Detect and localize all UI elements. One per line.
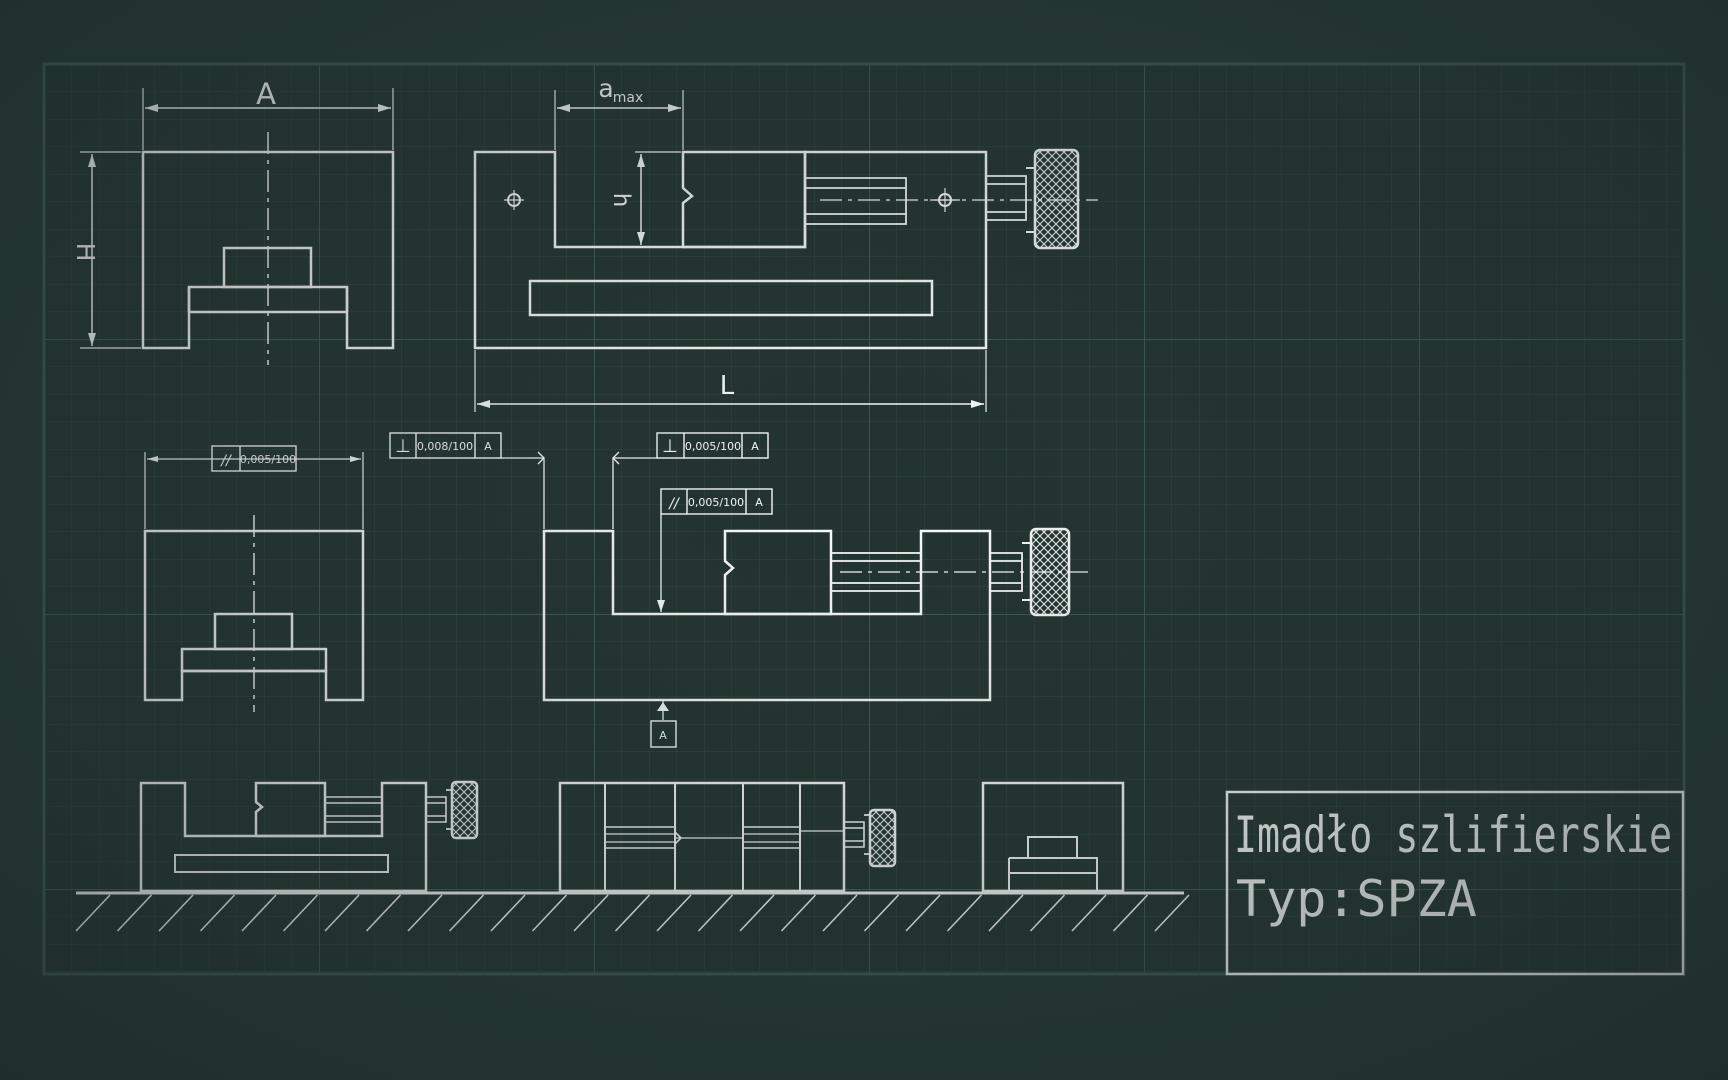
- knurled-knob-icon: [1033, 148, 1080, 250]
- tol-perp2-symbol: ⊥: [662, 436, 678, 457]
- tol-jaw-datum: A: [755, 496, 763, 509]
- dim-label-H: H: [71, 243, 100, 262]
- datum-label: A: [659, 729, 667, 742]
- title-line-1: Imadło szlifierskie: [1234, 806, 1672, 864]
- dim-label-A: A: [256, 77, 276, 111]
- tol-perp2-value: 0,005/100: [685, 440, 741, 453]
- dim-label-a: a: [598, 74, 613, 103]
- title-line-2: Typ:SPZA: [1236, 870, 1477, 928]
- tol-jaw-symbol: //: [667, 496, 680, 512]
- tol-perp2-datum: A: [751, 440, 759, 453]
- tol-front-value: 0,005/100: [240, 453, 296, 466]
- dim-label-h: h: [608, 193, 634, 208]
- dim-label-a-sub: max: [613, 90, 644, 106]
- dim-label-L: L: [720, 371, 735, 401]
- tol-perp1-symbol: ⊥: [395, 436, 411, 457]
- tol-perp1-value: 0,008/100: [417, 440, 473, 453]
- tol-perp1-datum: A: [484, 440, 492, 453]
- tol-jaw-value: 0,005/100: [688, 496, 744, 509]
- knurled-knob-icon: [868, 808, 897, 868]
- knurled-knob-icon: [450, 780, 479, 840]
- tol-front-symbol: //: [219, 453, 232, 469]
